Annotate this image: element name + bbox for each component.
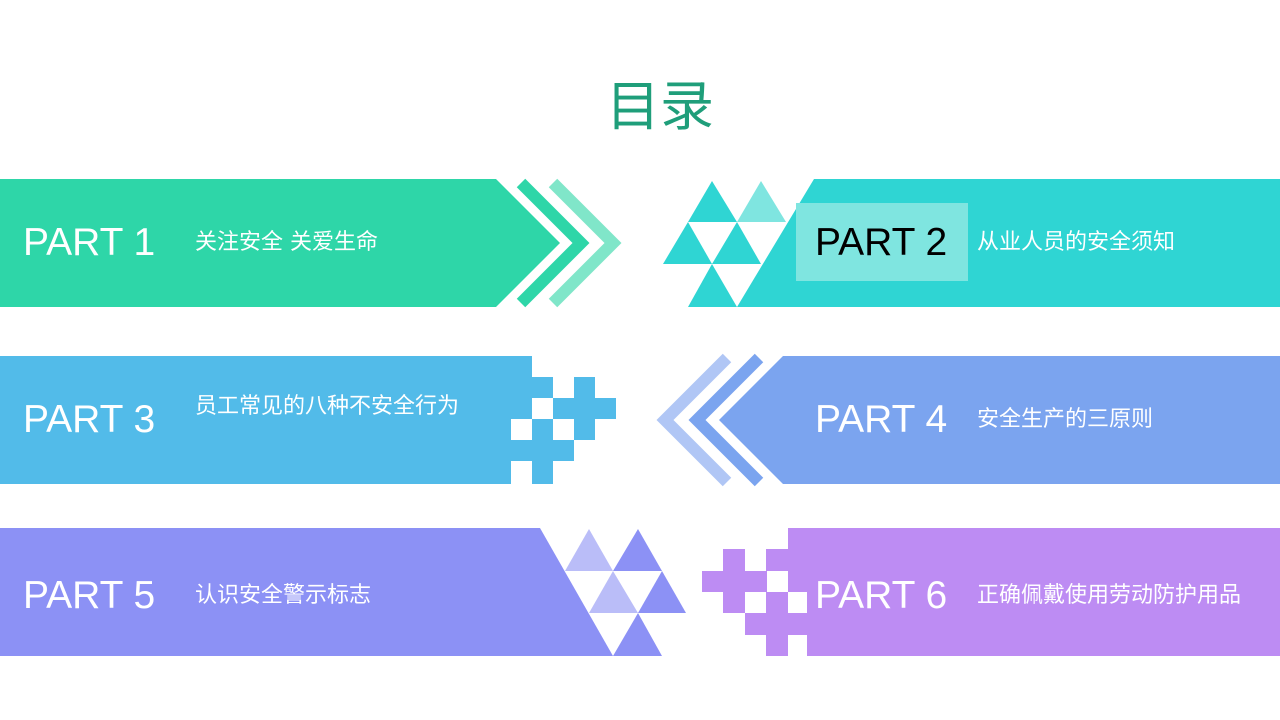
part4-banner[interactable] <box>719 356 1280 484</box>
triangle-pattern <box>565 529 686 656</box>
page-title: 目录 <box>606 75 714 138</box>
part6-title[interactable]: 正确佩戴使用劳动防护用品 <box>977 583 1242 608</box>
part5-title[interactable]: 认识安全警示标志 <box>195 583 372 608</box>
part2-label-box <box>796 203 968 281</box>
chevron-right-icon <box>516 178 590 308</box>
chevron-right-icon <box>548 178 622 308</box>
part2-number: PART 2 <box>815 221 948 264</box>
triangle-pattern <box>663 181 786 307</box>
part2-title[interactable]: 从业人员的安全须知 <box>977 230 1176 255</box>
part5-number: PART 5 <box>23 574 156 617</box>
part6-number: PART 6 <box>815 574 948 617</box>
part1-number: PART 1 <box>23 221 156 264</box>
part1-banner[interactable] <box>0 179 560 307</box>
part3-title[interactable]: 员工常见的八种不安全行为 <box>195 394 460 419</box>
part4-number: PART 4 <box>815 398 948 441</box>
part6-banner[interactable] <box>702 528 1280 656</box>
part3-number: PART 3 <box>23 398 156 441</box>
chevron-left-icon <box>656 353 732 487</box>
part1-title[interactable]: 关注安全 关爱生命 <box>195 230 378 255</box>
part3-banner[interactable] <box>0 356 616 484</box>
part4-title[interactable]: 安全生产的三原则 <box>977 407 1154 432</box>
chevron-left-icon <box>688 353 764 487</box>
part5-banner[interactable] <box>0 528 613 656</box>
